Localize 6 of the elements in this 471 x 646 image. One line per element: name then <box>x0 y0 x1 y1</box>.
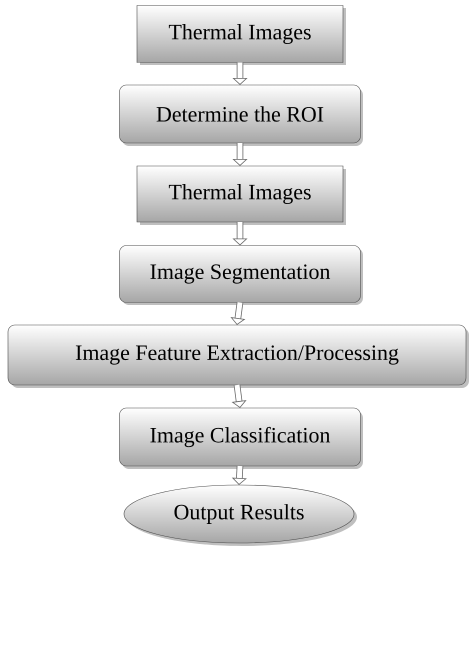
process-box: Thermal Images <box>136 166 346 225</box>
process-box: Determine the ROI <box>119 84 363 146</box>
process-box: Image Segmentation <box>119 245 363 305</box>
process-box: Image Classification <box>119 408 363 469</box>
process-box: Thermal Images <box>136 5 346 65</box>
process-box: Image Feature Extraction/Processing <box>8 324 469 388</box>
